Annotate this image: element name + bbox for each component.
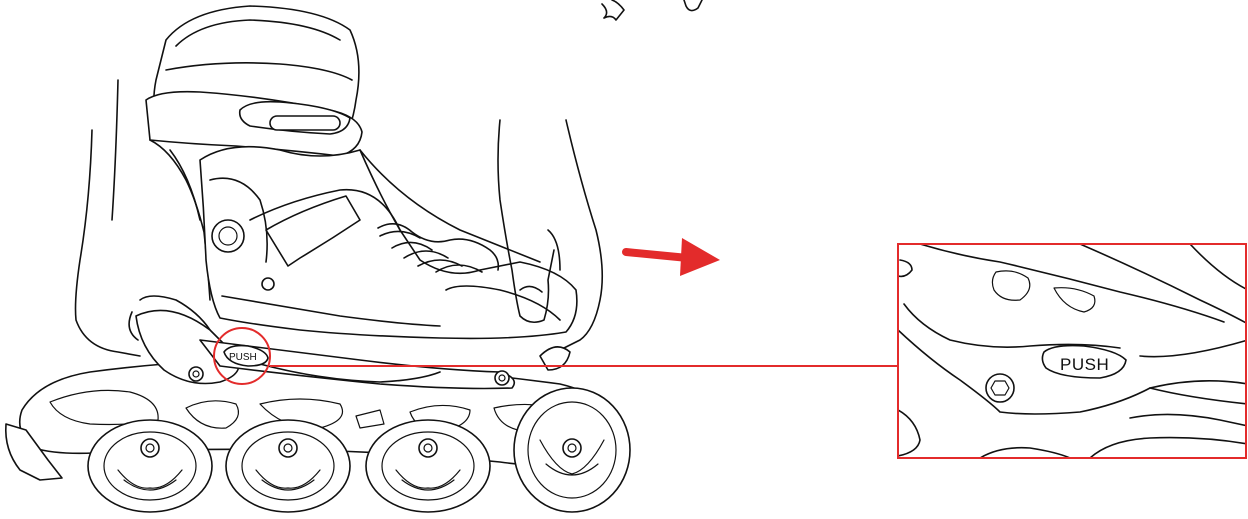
tool-icon	[602, 0, 702, 20]
push-label-zoom: PUSH	[1060, 355, 1109, 374]
wheel-3	[366, 420, 490, 512]
push-label-small: PUSH	[229, 352, 257, 363]
boot	[146, 6, 577, 338]
wheel-2	[226, 420, 350, 512]
arrow-right-icon	[626, 238, 720, 276]
wheel-1	[88, 420, 212, 512]
zoom-inset: PUSH	[898, 244, 1248, 458]
wheel-4	[514, 388, 630, 512]
